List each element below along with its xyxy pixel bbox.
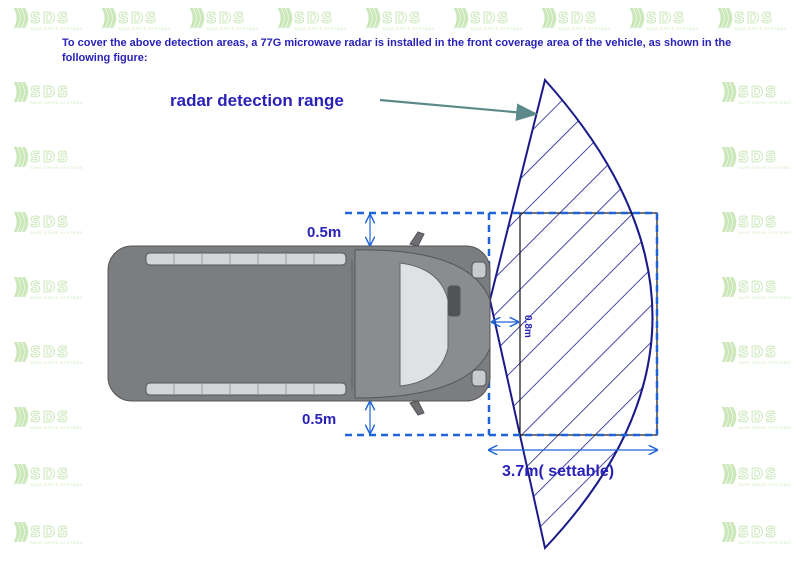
headlight-bottom — [471, 369, 487, 387]
side-mirror-top — [409, 231, 425, 247]
radar-offset-label: 0.8m — [522, 315, 533, 338]
side-mirror-bottom — [409, 400, 425, 416]
length-label: 3.7m( settable) — [502, 463, 614, 480]
dash-panel — [447, 285, 461, 317]
roof-rail-bottom — [145, 382, 347, 396]
offset-top-label: 0.5m — [307, 224, 341, 241]
vehicle — [107, 231, 491, 416]
intro-text: To cover the above detection areas, a 77… — [62, 37, 732, 64]
headlight-top — [471, 261, 487, 279]
dimension-arrows — [370, 215, 657, 450]
offset-bottom-label: 0.5m — [302, 411, 336, 428]
windshield — [399, 262, 449, 387]
radar-range-pointer — [379, 98, 539, 121]
radar-range-label: radar detection range — [170, 91, 344, 110]
radar-detection-area — [488, 77, 654, 551]
roof-rail-top — [145, 252, 347, 266]
